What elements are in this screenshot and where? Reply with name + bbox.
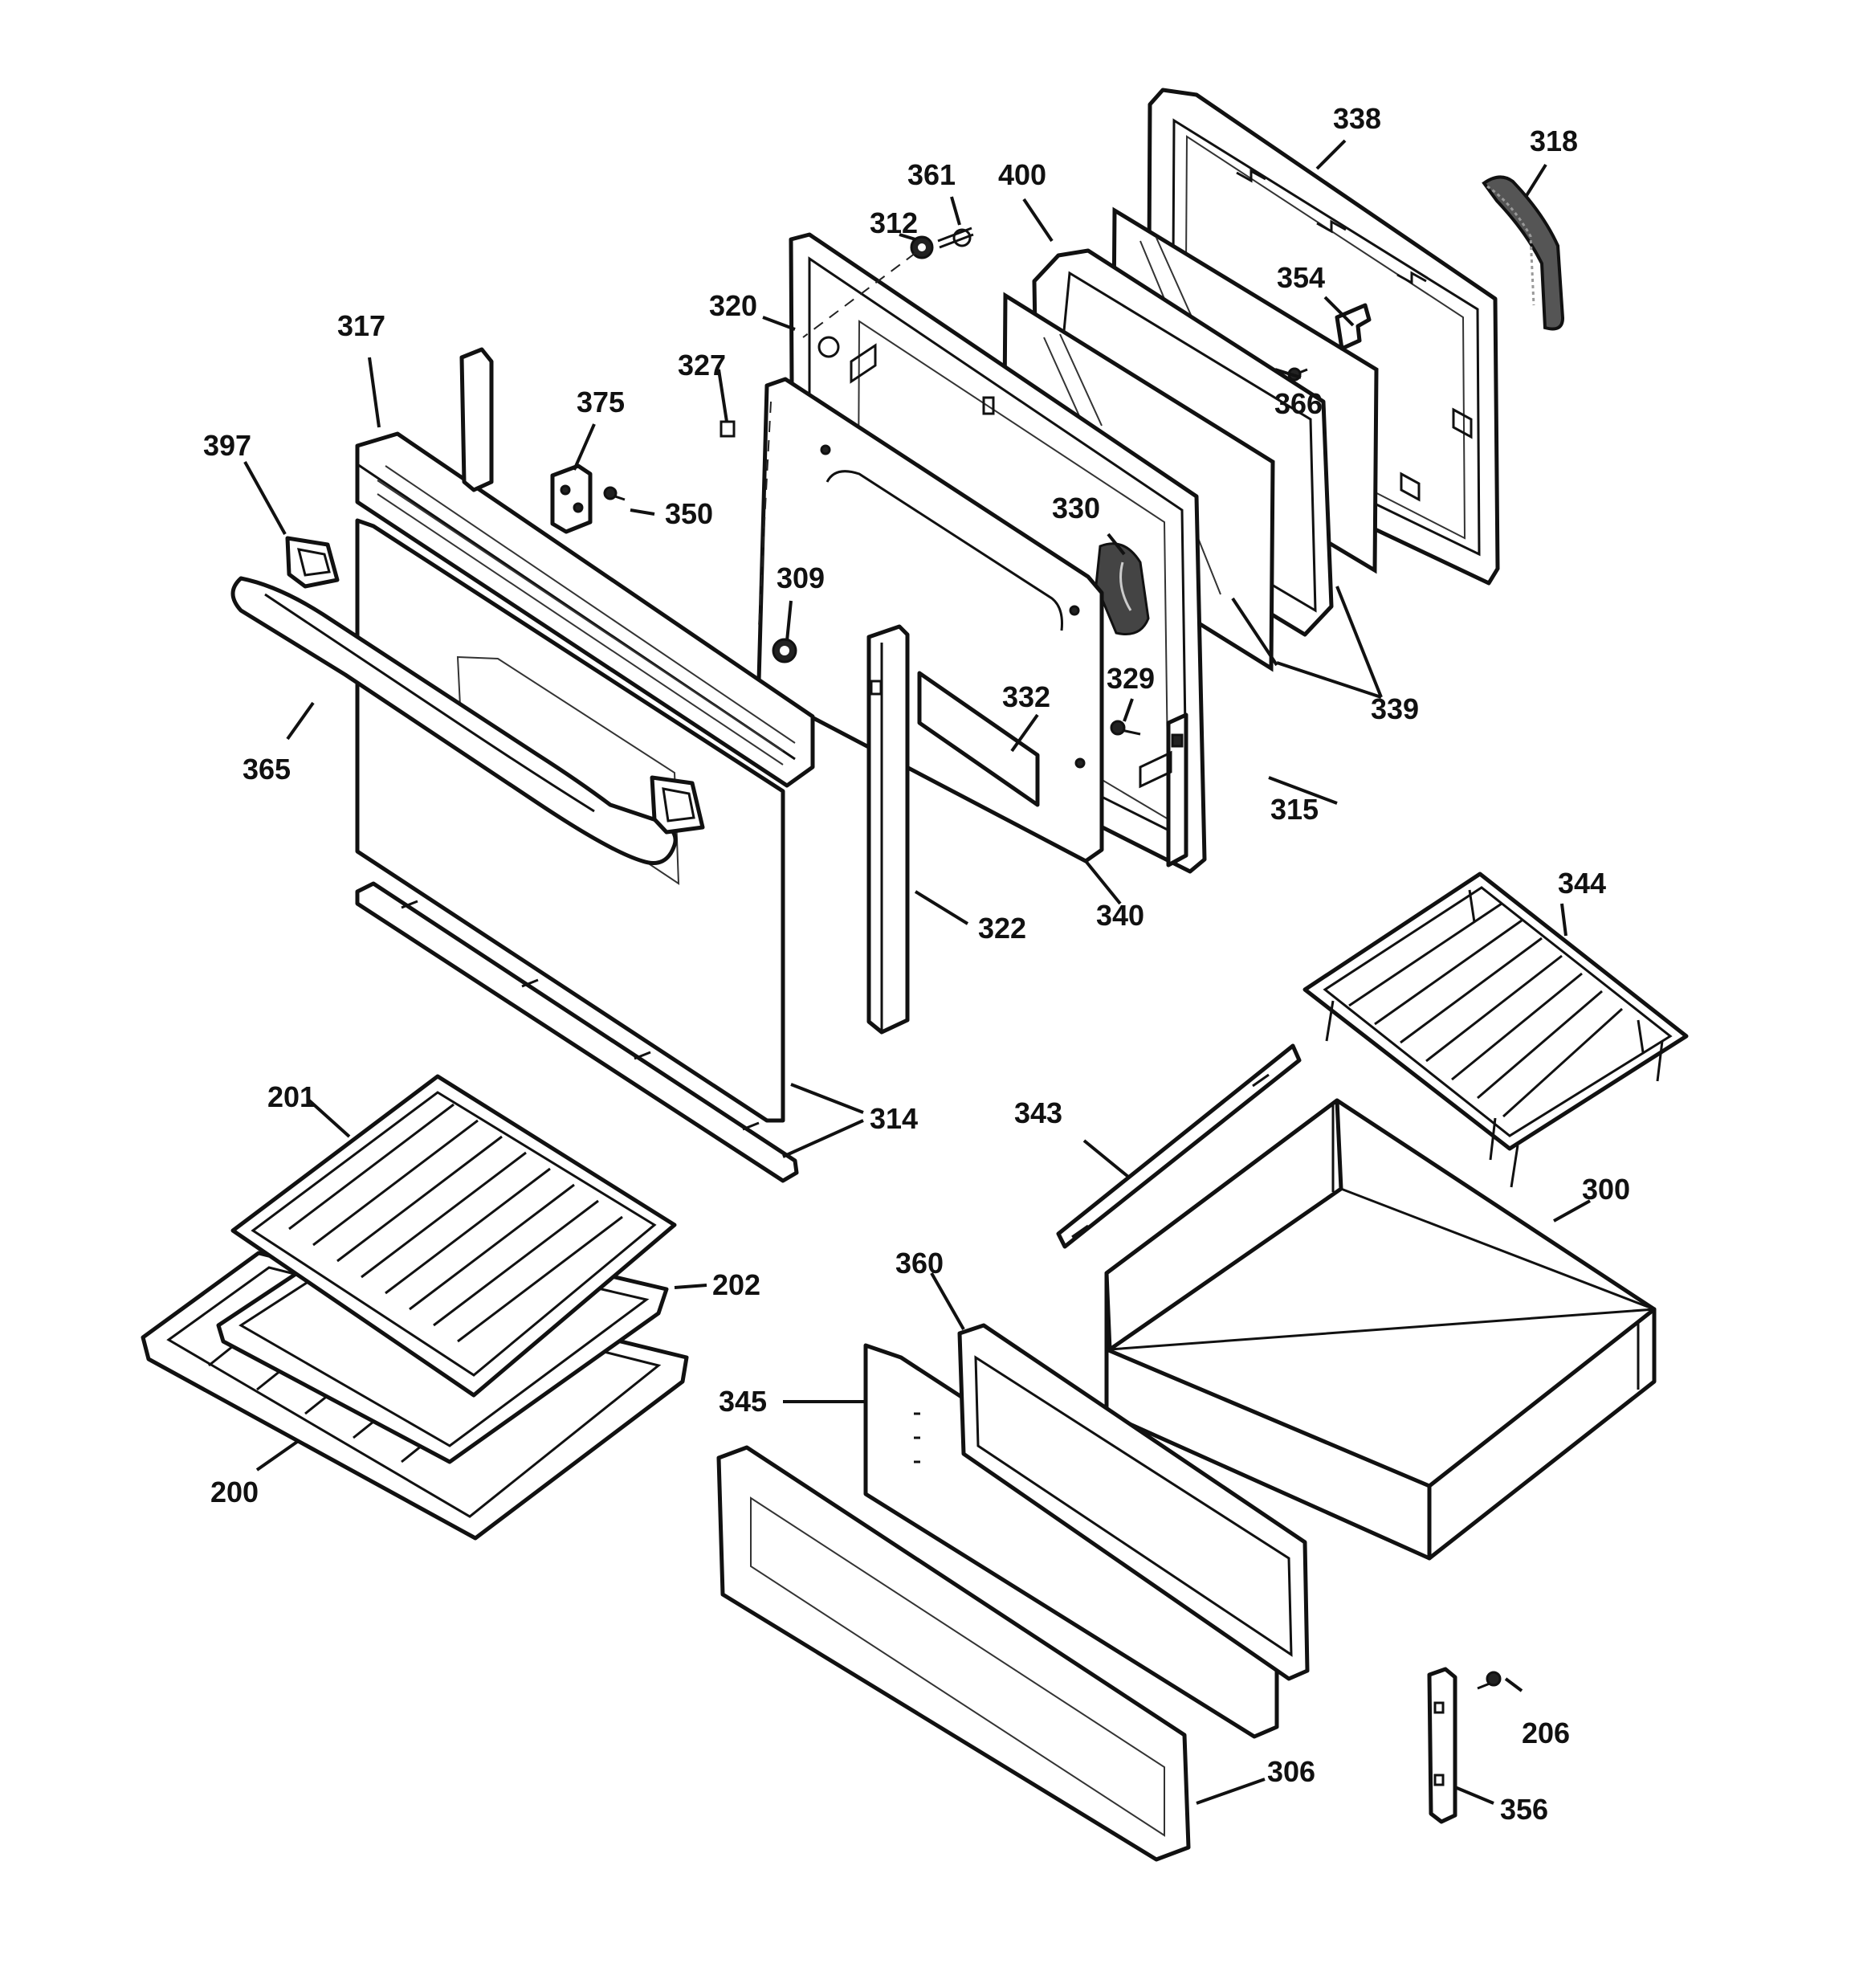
end-cap-397-right bbox=[650, 775, 705, 835]
label-206: 206 bbox=[1522, 1717, 1570, 1749]
oven-rack-350 bbox=[1302, 872, 1689, 1188]
slide-rail-343 bbox=[1056, 1043, 1302, 1249]
label-200: 200 bbox=[210, 1476, 259, 1508]
door-bottom-trim-314 bbox=[355, 881, 799, 1183]
label-315: 315 bbox=[1270, 793, 1319, 826]
label-350: 344 bbox=[1558, 867, 1606, 900]
broiler-grid-201 bbox=[230, 1074, 677, 1398]
door-trim-317 bbox=[355, 431, 815, 788]
bracket-375 bbox=[550, 463, 593, 534]
label-312: 312 bbox=[870, 206, 918, 239]
side-trim-322 bbox=[866, 624, 910, 1035]
screw-361 bbox=[937, 227, 974, 249]
label-397: 397 bbox=[203, 429, 251, 462]
drawer-front-306 bbox=[716, 1445, 1191, 1862]
label-327: 327 bbox=[678, 349, 726, 382]
label-201: 201 bbox=[267, 1080, 316, 1113]
label-309: 309 bbox=[777, 561, 825, 594]
screw-354 bbox=[603, 486, 626, 501]
label-345: 345 bbox=[719, 1385, 767, 1418]
end-cap-397 bbox=[285, 536, 340, 589]
label-202: 202 bbox=[712, 1268, 760, 1301]
label-354: 350 bbox=[665, 497, 713, 530]
side-bracket-344 bbox=[1427, 1667, 1457, 1824]
vent-panel-330 bbox=[917, 671, 1040, 807]
label-343: 343 bbox=[1014, 1096, 1062, 1129]
callout-labels: 338 318 400 361 312 354 320 317 327 366 … bbox=[203, 102, 1630, 1826]
label-360: 360 bbox=[895, 1247, 944, 1280]
label-340: 338 bbox=[1333, 102, 1381, 135]
label-330: 332 bbox=[1002, 680, 1050, 713]
label-375: 375 bbox=[577, 386, 625, 418]
label-329: 329 bbox=[1107, 662, 1155, 695]
label-320: 320 bbox=[709, 289, 757, 322]
label-322: 322 bbox=[978, 912, 1026, 945]
screw-206 bbox=[1477, 1671, 1502, 1690]
label-300: 300 bbox=[1582, 1173, 1630, 1206]
drawer-box-300 bbox=[1104, 1098, 1657, 1561]
label-361: 361 bbox=[907, 158, 956, 191]
clip-327 bbox=[720, 420, 736, 438]
label-356: 354 bbox=[1277, 261, 1325, 294]
screw-329 bbox=[1110, 720, 1141, 736]
label-332: 330 bbox=[1052, 492, 1100, 525]
label-366: 366 bbox=[1274, 387, 1323, 420]
leader-lines bbox=[243, 139, 1591, 1805]
washer-312 bbox=[910, 235, 934, 259]
grommet-309 bbox=[772, 638, 797, 663]
side-strip bbox=[459, 347, 494, 492]
label-339: 340 bbox=[1096, 899, 1144, 932]
label-317: 317 bbox=[337, 309, 385, 342]
hinge-315 bbox=[1139, 712, 1188, 867]
door-handle-365 bbox=[230, 576, 678, 865]
gasket-318 bbox=[1482, 175, 1565, 331]
label-365: 365 bbox=[243, 753, 291, 786]
label-314: 314 bbox=[870, 1102, 918, 1135]
label-306: 306 bbox=[1267, 1755, 1315, 1788]
label-338: 339 bbox=[1371, 692, 1419, 725]
label-318: 318 bbox=[1530, 125, 1578, 157]
label-344: 356 bbox=[1500, 1793, 1548, 1826]
drawer-frame-360 bbox=[957, 1323, 1310, 1681]
label-400: 400 bbox=[998, 158, 1046, 191]
